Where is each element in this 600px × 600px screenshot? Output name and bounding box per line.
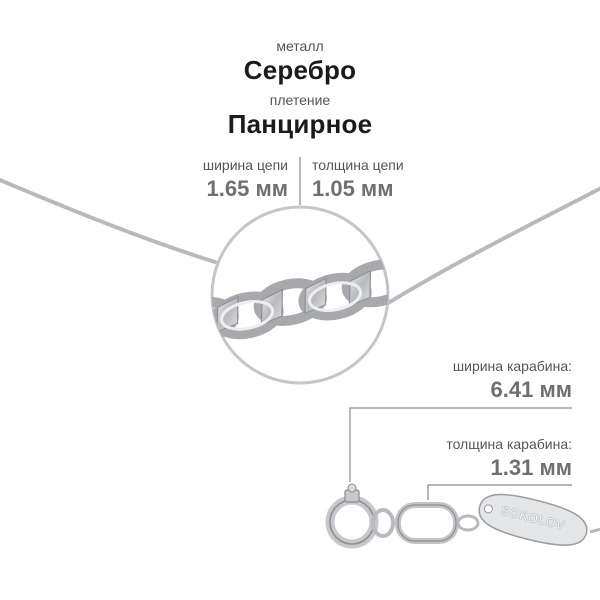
brand-tag [478,493,588,546]
chain-thickness-value: 1.05 мм [312,176,394,201]
clasp-thickness-dimension-line [427,484,572,500]
chain-width-value: 1.65 мм [206,176,288,201]
chain-left-strand [0,177,217,264]
clasp-width-dimension-line [349,407,572,482]
clasp-width-value: 6.41 мм [490,377,572,402]
clasp-thickness-value: 1.31 мм [490,455,572,480]
end-link [395,502,459,544]
weave-value: Панцирное [227,109,373,139]
clasp-thickness-label: толщина карабина: [446,436,572,452]
jump-ring [371,508,395,538]
chain-thickness-label: толщина цепи [312,157,404,173]
chain-width-label: ширина цепи [202,157,288,173]
spring-ring-clasp [325,483,379,549]
metal-value: Серебро [243,55,357,85]
metal-label: металл [276,38,324,54]
weave-label: плетение [269,92,331,108]
clasp-width-label: ширина карабина: [452,358,572,374]
chain-right-strand [383,186,600,307]
tag-link [456,514,480,532]
chain-tail [589,527,600,534]
